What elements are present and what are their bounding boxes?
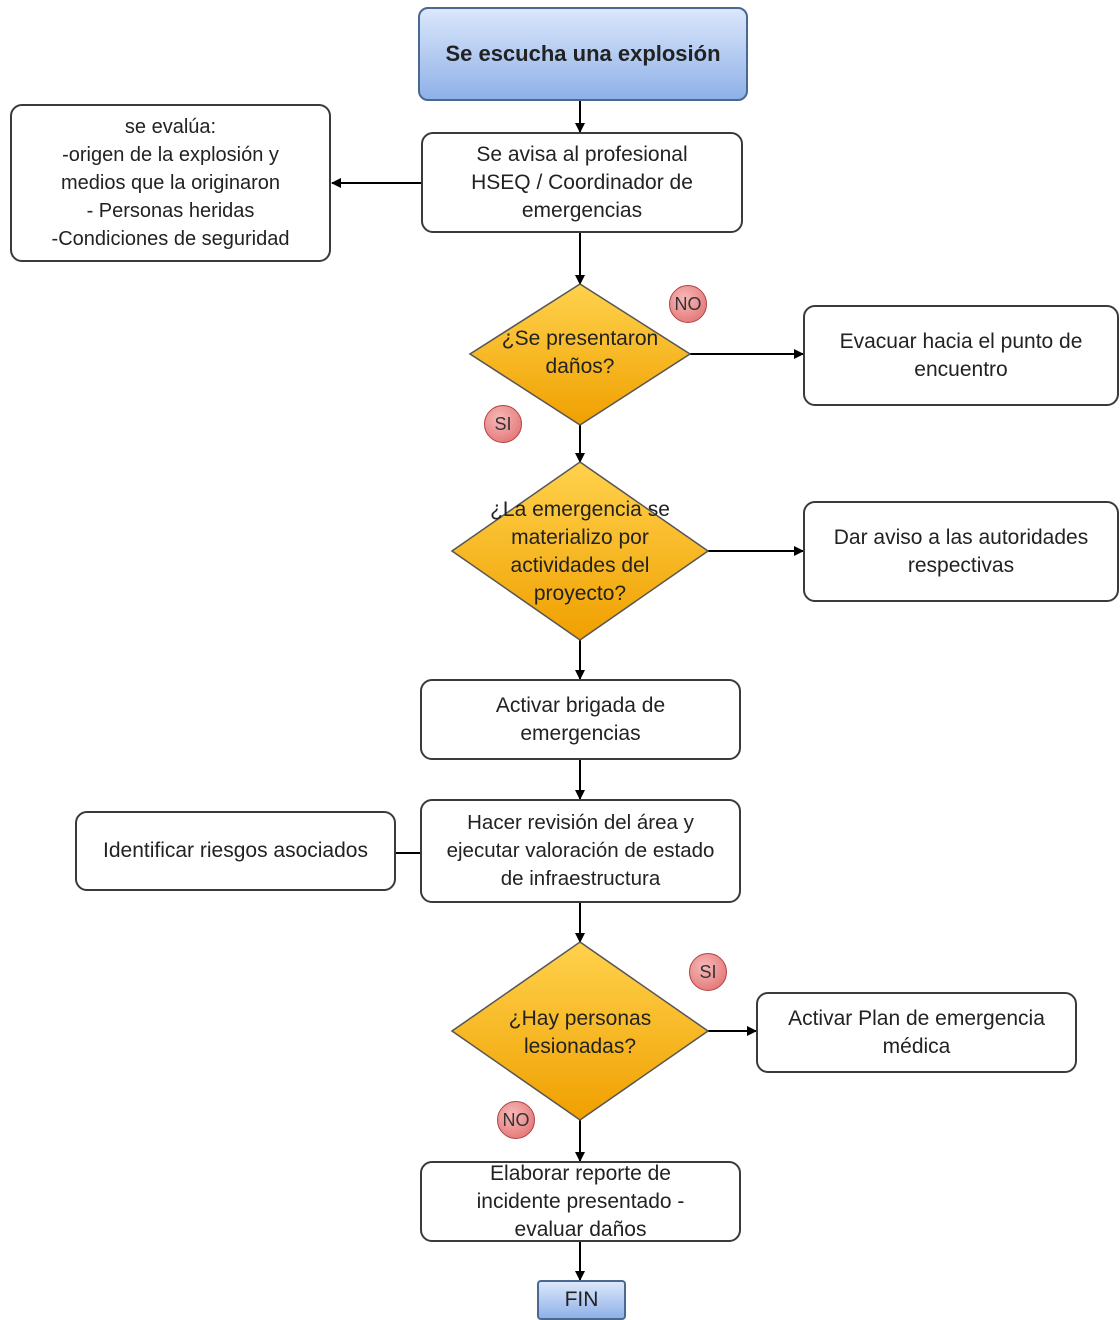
decision-project-label: ¿La emergencia se materializo por activi…	[490, 498, 670, 605]
medical-plan-box: Activar Plan de emergencia médica	[756, 992, 1077, 1073]
si-badge-damage: SI	[484, 405, 522, 443]
no-badge-damage: NO	[669, 285, 707, 323]
decision-injured-label: ¿Hay personas lesionadas?	[508, 1007, 652, 1058]
decision-project-shape	[450, 461, 710, 641]
evaluation-box: se evalúa: -origen de la explosión y med…	[10, 104, 331, 262]
start-node: Se escucha una explosión	[418, 7, 748, 101]
no-badge-injured: NO	[497, 1101, 535, 1139]
brigade-box: Activar brigada de emergencias	[420, 679, 741, 760]
decision-damage-shape	[468, 283, 692, 426]
si-badge-injured: SI	[689, 953, 727, 991]
review-area-box: Hacer revisión del área y ejecutar valor…	[420, 799, 741, 903]
authorities-box: Dar aviso a las autoridades respectivas	[803, 501, 1119, 602]
identify-risks-box: Identificar riesgos asociados	[75, 811, 396, 891]
report-box: Elaborar reporte de incidente presentado…	[420, 1161, 741, 1242]
notify-hseq-box: Se avisa al profesional HSEQ / Coordinad…	[421, 132, 743, 233]
decision-damage-label: ¿Se presentaron daños?	[501, 327, 659, 378]
decision-injured-shape	[450, 941, 710, 1121]
end-node: FIN	[537, 1280, 626, 1320]
evacuate-box: Evacuar hacia el punto de encuentro	[803, 305, 1119, 406]
